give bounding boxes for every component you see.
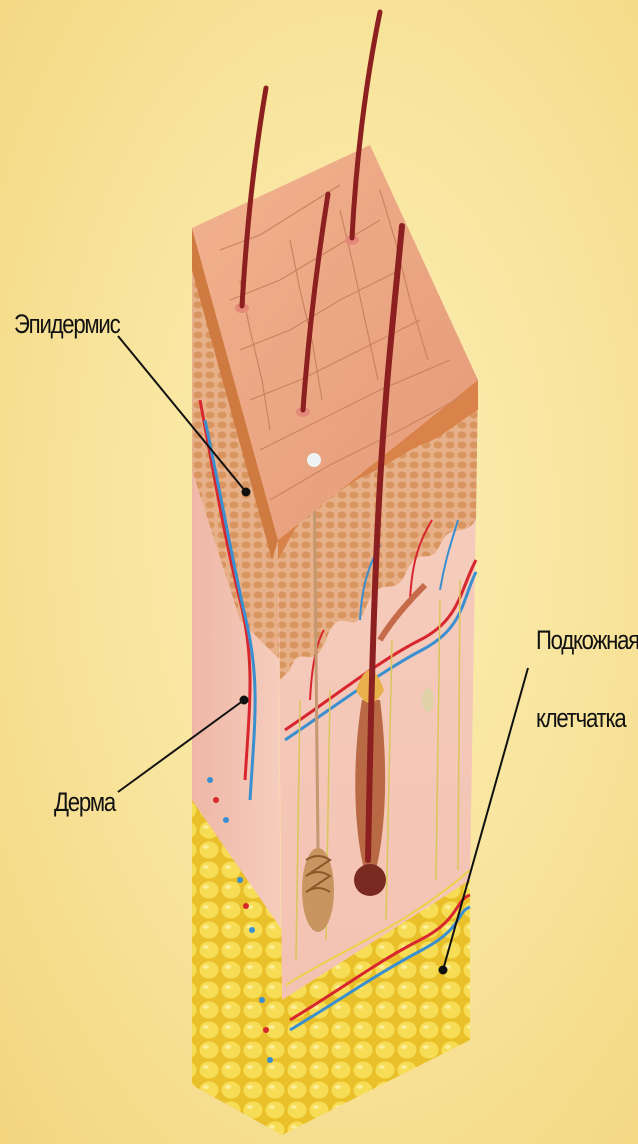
pointer-dot-epidermis xyxy=(243,489,250,496)
sensory-corpuscle xyxy=(422,688,434,712)
label-epidermis: Эпидермис xyxy=(14,306,119,342)
pointer-dot-derma xyxy=(241,697,248,704)
pointer-dot-subcutaneous xyxy=(440,967,447,974)
label-subcutaneous-line1: Подкожная xyxy=(536,622,638,658)
sweat-pore-icon xyxy=(307,453,321,467)
label-subcutaneous-line2: клетчатка xyxy=(536,700,625,736)
label-derma: Дерма xyxy=(54,784,115,820)
